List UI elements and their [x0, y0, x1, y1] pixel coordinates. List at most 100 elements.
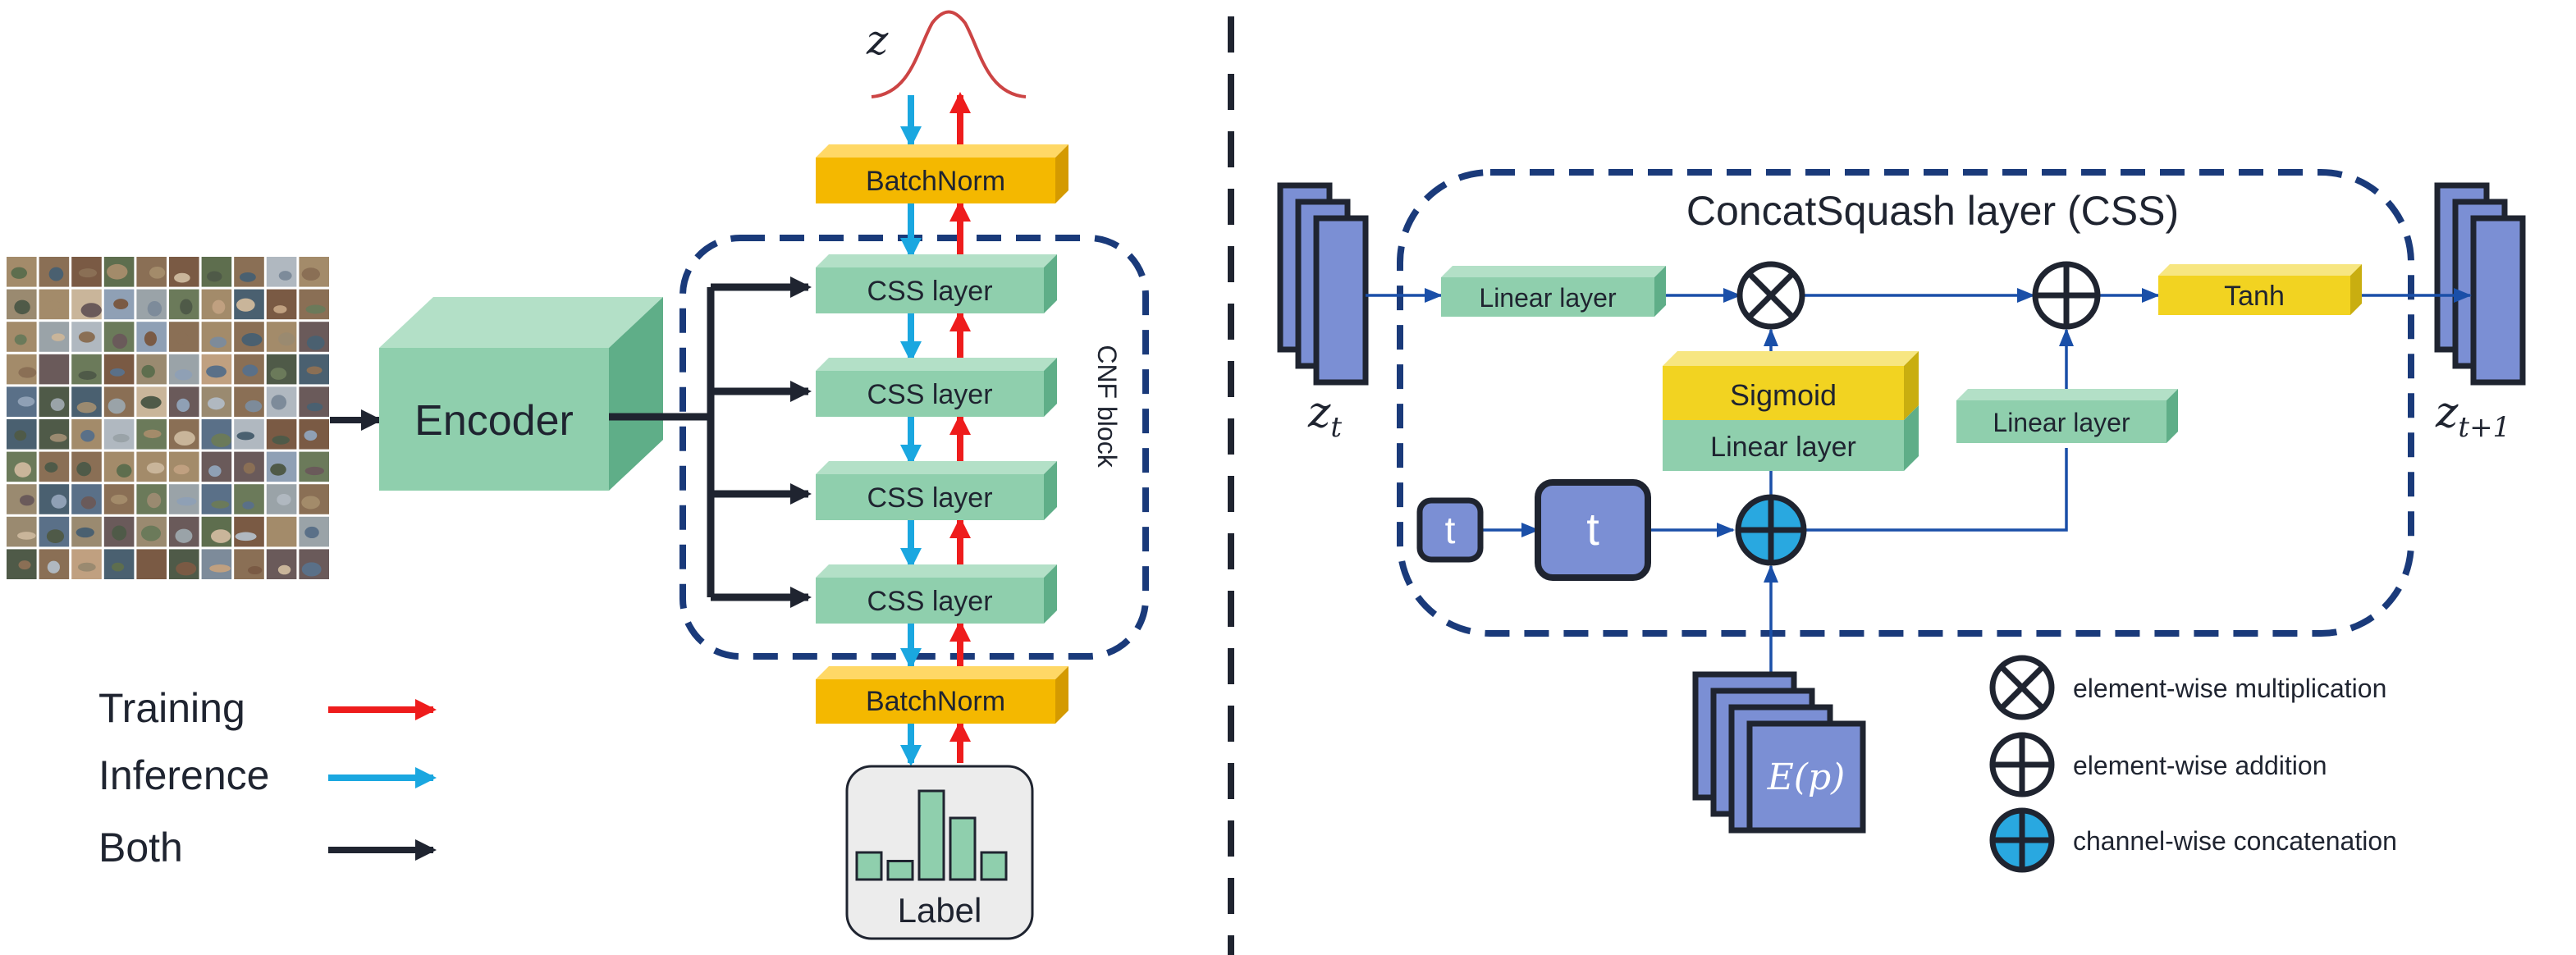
thumbnail-image: [39, 354, 70, 385]
thumbnail-image: [299, 289, 329, 320]
thumbnail-image: [71, 484, 102, 514]
t-large-block: t: [1535, 479, 1651, 581]
css-title: ConcatSquash layer (CSS): [1686, 188, 2179, 234]
thumbnail-image: [7, 289, 37, 320]
thumbnail-image: [169, 322, 199, 352]
thumbnail-image: [39, 549, 70, 579]
t-large-label: t: [1586, 503, 1599, 555]
thumbnail-image: [266, 419, 297, 450]
thumbnail-image: [169, 386, 199, 417]
css-layer-label: CSS layer: [867, 379, 992, 410]
legend-training-label: Training: [98, 685, 245, 731]
thumbnail-image: [169, 354, 199, 385]
multiply-op: [1736, 261, 1805, 330]
thumbnail-image: [7, 322, 37, 352]
sigmoid-label: Sigmoid: [1730, 378, 1837, 412]
css-layer-block: CSS layer: [816, 254, 1057, 313]
thumbnail-image: [234, 419, 264, 450]
thumbnail-image: [299, 451, 329, 482]
legend-concat-label: channel-wise concatenation: [2073, 826, 2397, 856]
thumbnail-image: [7, 451, 37, 482]
thumbnail-image: [103, 419, 135, 450]
thumbnail-image: [201, 419, 232, 450]
thumbnail-image: [201, 322, 232, 352]
tanh-block: Tanh: [2158, 264, 2362, 315]
cnf-block-label: CNF block: [1092, 345, 1122, 468]
linear-layer-right: Linear layer: [1956, 389, 2178, 443]
thumbnail-image: [169, 257, 199, 287]
flow-legend: Training Inference Both: [98, 685, 437, 870]
thumbnail-image: [136, 419, 167, 450]
flow-arrows: [900, 92, 971, 766]
legend-inference-label: Inference: [98, 752, 269, 798]
concat-op: [1735, 494, 1807, 566]
thumbnail-image: [39, 322, 70, 352]
encoder-block: Encoder: [379, 297, 663, 491]
thumbnail-image: [201, 451, 232, 482]
thumbnail-image: [71, 354, 102, 385]
thumbnail-image: [169, 289, 199, 320]
label-box: Label: [845, 765, 1034, 940]
thumbnail-image: [234, 386, 264, 417]
thumbnail-image: [39, 289, 70, 320]
thumbnail-image: [7, 419, 37, 450]
thumbnail-image: [71, 549, 102, 579]
thumbnail-image: [71, 289, 102, 320]
thumbnail-image: [7, 386, 37, 417]
css-container-border: [1397, 169, 2414, 637]
histogram-bar: [949, 816, 977, 881]
thumbnail-image: [201, 549, 232, 579]
label-histogram: [855, 789, 1008, 881]
thumbnail-image: [136, 549, 167, 579]
linear-layer-top-label: Linear layer: [1479, 283, 1617, 313]
ep-stack: E(p): [1692, 671, 1866, 834]
legend-add-icon: [1989, 732, 2055, 797]
thumbnail-image: [103, 386, 135, 417]
thumbnail-image: [234, 257, 264, 287]
thumbnail-image: [39, 419, 70, 450]
thumbnail-image: [266, 386, 297, 417]
thumbnail-image: [103, 516, 135, 547]
thumbnail-image: [266, 549, 297, 579]
thumbnail-image: [71, 257, 102, 287]
thumbnail-image: [71, 451, 102, 482]
thumbnail-image: [201, 354, 232, 385]
thumbnail-image: [103, 354, 135, 385]
thumbnail-image: [266, 516, 297, 547]
thumbnail-image: [299, 484, 329, 514]
thumbnail-image: [266, 484, 297, 514]
css-connectors: [1366, 288, 2472, 681]
css-layer-label: CSS layer: [867, 276, 992, 307]
thumbnail-image: [7, 354, 37, 385]
thumbnail-image: [39, 257, 70, 287]
label-box-text: Label: [898, 891, 982, 930]
legend-add-label: element-wise addition: [2073, 751, 2327, 780]
histogram-bar: [980, 851, 1008, 881]
thumbnail-image: [169, 516, 199, 547]
sigmoid-block: Sigmoid: [1663, 351, 1919, 420]
latent-z-symbol: z: [866, 16, 889, 64]
linear-layer-right-label: Linear layer: [1993, 408, 2130, 437]
css-layer-block: CSS layer: [816, 564, 1057, 624]
thumbnail-image: [169, 451, 199, 482]
thumbnail-image: [136, 451, 167, 482]
encoder-label: Encoder: [414, 397, 574, 445]
thumbnail-image: [299, 257, 329, 287]
ops-legend: element-wise multiplication element-wise…: [1989, 655, 2397, 873]
thumbnail-image: [136, 516, 167, 547]
linear-layer-mid: Linear layer: [1663, 405, 1919, 471]
thumbnail-image: [136, 289, 167, 320]
thumbnail-image: [103, 451, 135, 482]
thumbnail-image: [201, 386, 232, 417]
thumbnail-image: [136, 484, 167, 514]
thumbnail-image: [7, 484, 37, 514]
css-layer-block: CSS layer: [816, 358, 1057, 417]
legend-concat-icon: [1989, 807, 2055, 873]
ep-label: E(p): [1767, 756, 1846, 798]
css-layer-label: CSS layer: [867, 586, 992, 617]
legend-both-label: Both: [98, 825, 183, 870]
css-layer-block: CSS layer: [816, 461, 1057, 520]
encoder-branch-connectors: [609, 276, 812, 608]
zt-stack: [1277, 182, 1369, 386]
batchnorm-top-label: BatchNorm: [866, 166, 1005, 197]
